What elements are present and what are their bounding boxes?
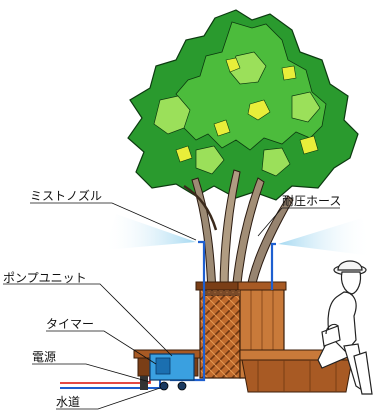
tree-canopy (127, 9, 359, 201)
planter-box (195, 281, 287, 379)
pump-unit (149, 353, 195, 391)
power-source-label: 電源 (32, 350, 57, 364)
pressure-hose-label: 耐圧ホース (282, 194, 342, 208)
water-supply-label: 水道 (56, 395, 81, 409)
pump-unit-label: ポンプユニット (3, 271, 87, 285)
mist-nozzle-label: ミストノズル (30, 189, 103, 203)
mist-spray-right (278, 218, 372, 256)
person-seated (317, 260, 373, 395)
timer-label: タイマー (46, 317, 95, 331)
mist-spray-left (104, 214, 196, 250)
